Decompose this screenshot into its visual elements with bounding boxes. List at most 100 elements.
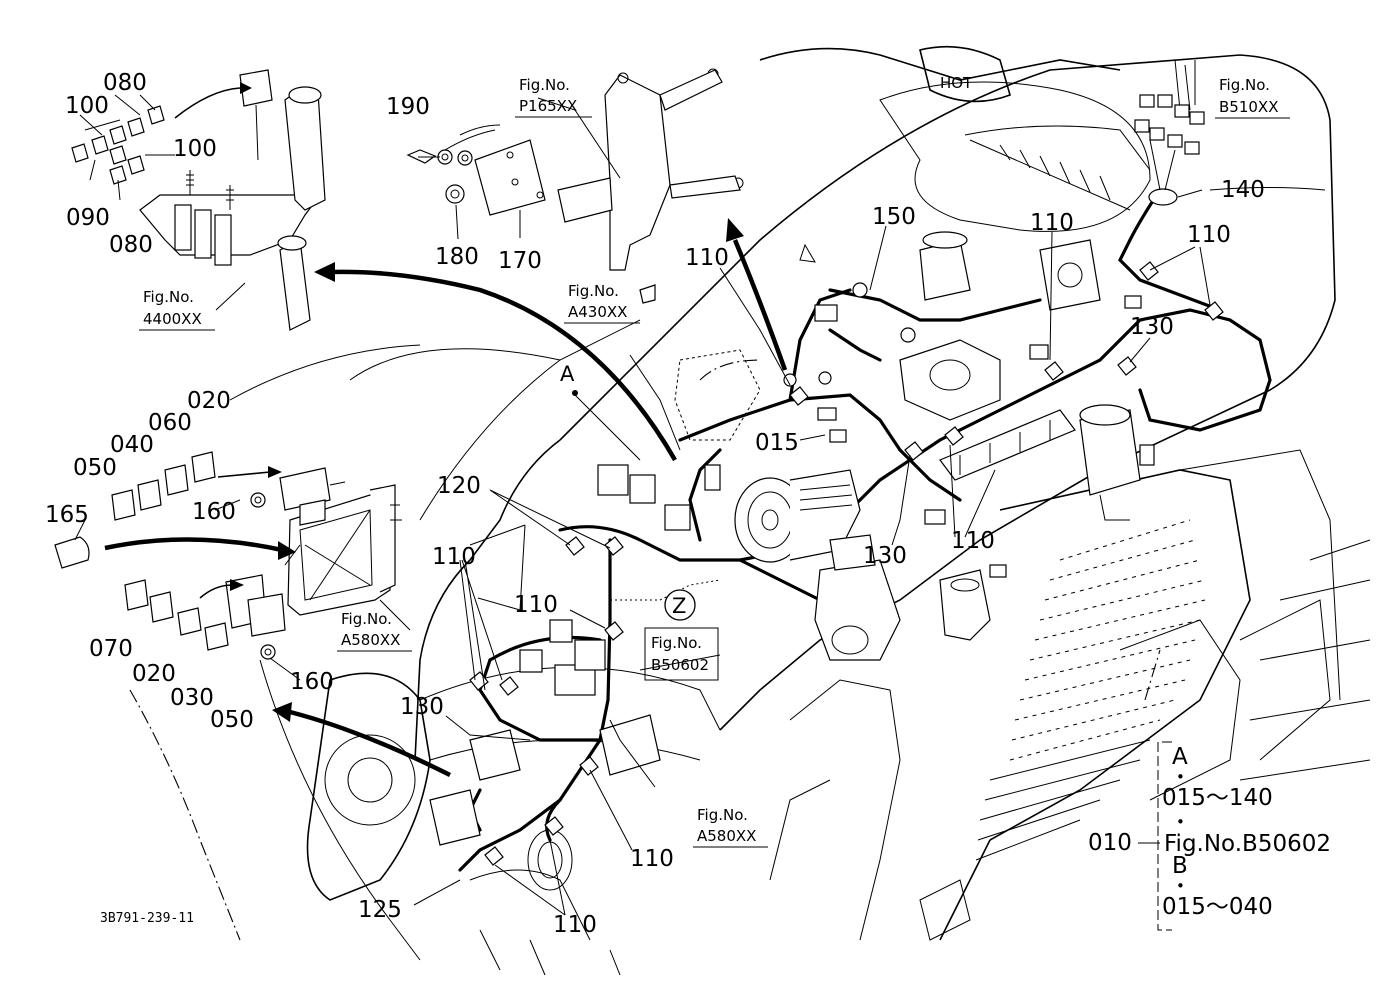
arrow-to-inset-bracket xyxy=(732,239,788,371)
arrow-from-lower-relay xyxy=(289,709,452,778)
part-label: 170 xyxy=(498,248,542,274)
legend-a-label: A xyxy=(1172,744,1188,770)
pressure-sensor xyxy=(939,569,991,641)
fuel-filter xyxy=(1079,404,1141,521)
connector-cluster-b510 xyxy=(1134,59,1205,191)
fig-ref-4400xx: Fig.No. 4400XX xyxy=(139,288,215,331)
engine-components xyxy=(734,231,1155,661)
inset-arrow xyxy=(199,584,233,599)
part-label: 050 xyxy=(210,707,254,733)
fig-ref-a580xx-lower: Fig.No. A580XX xyxy=(693,806,768,848)
egr-assembly xyxy=(899,231,1001,421)
part-label: 100 xyxy=(65,93,109,119)
fig-number: B50602 xyxy=(651,656,709,674)
injection-pump xyxy=(814,534,901,661)
part-number-labels: 080 100 100 090 080 190 180 170 150 110 … xyxy=(45,70,1265,938)
part-label: 130 xyxy=(400,694,444,720)
connector xyxy=(924,509,946,525)
inset-arrow xyxy=(217,471,271,478)
grommet xyxy=(1148,188,1178,206)
part-label: 030 xyxy=(170,685,214,711)
fig-number: A580XX xyxy=(341,631,400,649)
inset-leaders xyxy=(79,94,175,201)
part-label: 130 xyxy=(1130,314,1174,340)
marker-a: A xyxy=(560,362,575,386)
arrow-to-inset-top-left xyxy=(329,269,677,462)
cable-clamps xyxy=(469,261,1224,866)
part-label: 060 xyxy=(148,410,192,436)
part-label: 160 xyxy=(290,669,334,695)
fig-number: P165XX xyxy=(519,97,577,115)
fig-ref-b50602: Fig.No. B50602 xyxy=(644,627,719,681)
connector xyxy=(1124,295,1142,309)
inset-arrow xyxy=(104,537,283,553)
connector xyxy=(814,304,838,322)
intake-throttle xyxy=(1039,239,1101,311)
fig-ref-p165xx: Fig.No. P165XX xyxy=(515,76,592,118)
legend-bullet: • xyxy=(1176,877,1185,895)
legend-bullet: • xyxy=(1176,768,1185,786)
leader-lines xyxy=(74,97,1326,916)
fig-ref-a580xx-left: Fig.No. A580XX xyxy=(337,610,412,652)
part-label: 160 xyxy=(192,499,236,525)
part-label: 110 xyxy=(630,846,674,872)
hood-vents xyxy=(999,144,1111,201)
hot-warning-label: HOT xyxy=(940,74,973,92)
fig-label: Fig.No. xyxy=(568,282,619,300)
center-relay-block xyxy=(597,349,761,531)
part-label: 190 xyxy=(386,94,430,120)
part-label: 080 xyxy=(103,70,147,96)
part-label: 125 xyxy=(358,897,402,923)
part-label: 120 xyxy=(437,473,481,499)
connector xyxy=(989,564,1007,578)
fig-label: Fig.No. xyxy=(651,634,702,652)
inset-fuse-panel xyxy=(54,451,402,660)
part-label: 165 xyxy=(45,502,89,528)
part-label: 110 xyxy=(1187,222,1231,248)
fig-number: 4400XX xyxy=(143,310,202,328)
fig-label: Fig.No. xyxy=(697,806,748,824)
legend-b-label: B xyxy=(1172,853,1188,879)
part-label: 110 xyxy=(553,912,597,938)
part-label: 110 xyxy=(514,592,558,618)
marker-z-circle xyxy=(664,589,696,621)
fig-label: Fig.No. xyxy=(143,288,194,306)
marker-dot xyxy=(572,390,578,396)
fig-number: A580XX xyxy=(697,827,756,845)
part-label: 015 xyxy=(755,430,799,456)
ac-compressor xyxy=(734,469,861,563)
legend: A • 015～140 • Fig.No.B50602 B • 015～040 xyxy=(1157,741,1331,931)
fuel-rail xyxy=(939,409,1076,481)
engine-bay-outline: HOT xyxy=(129,45,1371,976)
part-label: 180 xyxy=(435,244,479,270)
fig-ref-b510xx: Fig.No. B510XX xyxy=(1215,76,1290,119)
connector xyxy=(829,429,847,443)
part-label: 010 xyxy=(1088,830,1132,856)
inset-bracket xyxy=(406,68,744,304)
part-label: 020 xyxy=(132,661,176,687)
connector xyxy=(1029,344,1049,360)
fig-number: A430XX xyxy=(568,303,627,321)
part-label: 070 xyxy=(89,636,133,662)
legend-fig-line: Fig.No.B50602 xyxy=(1164,831,1331,857)
part-label: 100 xyxy=(173,136,217,162)
fig-label: Fig.No. xyxy=(1219,76,1270,94)
connector xyxy=(1139,444,1155,466)
part-label: 150 xyxy=(872,204,916,230)
legend-bullet: • xyxy=(1176,813,1185,831)
part-label: 140 xyxy=(1221,177,1265,203)
part-label: 040 xyxy=(110,432,154,458)
fig-label: Fig.No. xyxy=(519,76,570,94)
part-label: 110 xyxy=(1030,210,1074,236)
part-label: 110 xyxy=(951,528,995,554)
fig-label: Fig.No. xyxy=(341,610,392,628)
fig-number: B510XX xyxy=(1219,98,1278,116)
inset-fuse-bracket xyxy=(139,69,326,331)
drawing-code: 3B791-239-11 xyxy=(100,911,194,926)
part-label: 020 xyxy=(187,388,231,414)
part-label: 050 xyxy=(73,455,117,481)
inset-mini-fuses xyxy=(71,105,165,185)
legend-b-range: 015～040 xyxy=(1162,894,1273,920)
part-label: 090 xyxy=(66,205,110,231)
